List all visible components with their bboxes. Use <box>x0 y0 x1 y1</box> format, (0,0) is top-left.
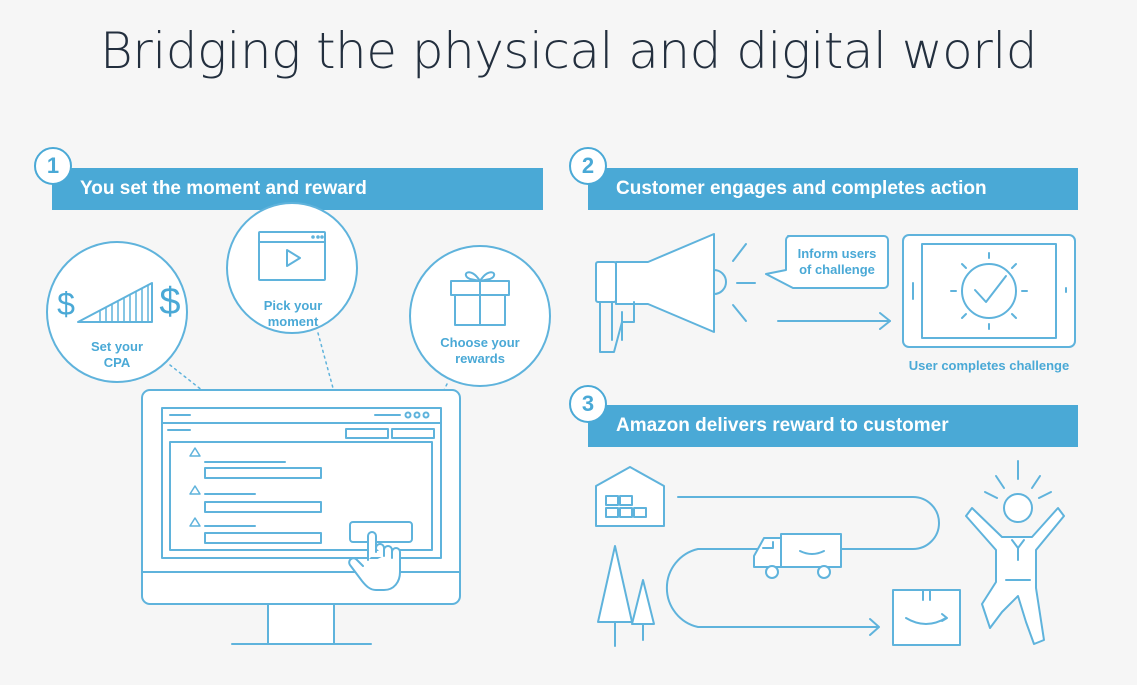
moment-circle <box>226 202 358 334</box>
megaphone-icon <box>595 233 727 353</box>
step-2-banner: Customer engages and completes action <box>588 168 1078 210</box>
monitor-icon <box>141 389 461 645</box>
celebrating-person-icon <box>965 460 1065 645</box>
tree-icon <box>597 545 655 647</box>
step-2-label: Customer engages and completes action <box>616 178 987 199</box>
rewards-circle <box>409 245 551 387</box>
step-1-banner: You set the moment and reward <box>52 168 543 210</box>
speech-bubble <box>765 235 889 289</box>
sound-lines <box>732 243 756 322</box>
check-circle-icon <box>950 252 1028 330</box>
moment-label: Pick your moment <box>263 298 323 329</box>
step-1-number: 1 <box>34 147 72 185</box>
cpa-circle <box>46 241 188 383</box>
currency-symbol-left: $ <box>57 286 75 322</box>
step-3-number: 3 <box>569 385 607 423</box>
tablet-caption: User completes challenge <box>908 358 1070 373</box>
cpa-label: Set your CPA <box>90 339 143 370</box>
step-3-banner: Amazon delivers reward to customer <box>588 405 1078 447</box>
rewards-label: Choose your rewards <box>440 335 520 366</box>
gift-icon <box>450 271 510 326</box>
step-1-label: You set the moment and reward <box>80 178 367 199</box>
step-3-label: Amazon delivers reward to customer <box>616 415 949 436</box>
video-window-icon <box>258 231 326 281</box>
cpa-ramp-icon <box>77 282 153 323</box>
speech-bubble-text: Inform users of challenge <box>797 246 877 277</box>
currency-symbol-right: $ <box>159 281 181 323</box>
package-box-icon <box>892 589 961 646</box>
tablet-icon <box>902 234 1076 348</box>
page-title: Bridging the physical and digital world <box>100 22 1037 80</box>
delivery-van-icon <box>753 533 842 579</box>
delivery-route-path <box>665 496 940 636</box>
hand-pointer-icon <box>348 531 401 591</box>
warehouse-icon <box>595 466 665 527</box>
step-2-number: 2 <box>569 147 607 185</box>
arrow-icon <box>777 312 891 330</box>
